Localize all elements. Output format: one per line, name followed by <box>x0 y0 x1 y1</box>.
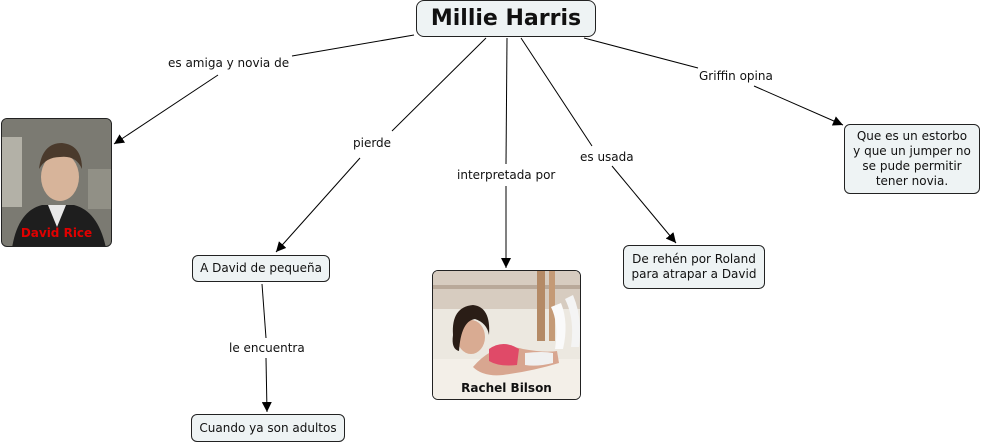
link-label-encuentra: le encuentra <box>227 341 307 355</box>
node-david-rice[interactable]: David Rice <box>1 118 112 247</box>
node-de-rehen[interactable]: De rehén por Roland para atrapar a David <box>623 245 765 289</box>
link-label-usada: es usada <box>578 150 636 164</box>
portrait-image <box>2 119 111 246</box>
node-millie-harris[interactable]: Millie Harris <box>416 0 596 37</box>
link-amiga-lower <box>113 74 219 145</box>
link-label-amiga: es amiga y novia de <box>166 56 292 70</box>
link-usada-lower <box>611 165 677 244</box>
link-griffin-lower <box>753 85 844 126</box>
link-amiga-upper <box>291 34 415 57</box>
node-rachel-bilson[interactable]: Rachel Bilson <box>432 270 581 400</box>
node-estorbo[interactable]: Que es un estorbo y que un jumper no se … <box>844 124 980 194</box>
link-usada-upper <box>520 37 593 147</box>
link-label-griffin: Griffin opina <box>697 69 775 83</box>
david-rice-caption: David Rice <box>20 226 93 240</box>
link-encuentra-lower <box>261 357 272 413</box>
link-label-interpretada: interpretada por <box>455 168 558 182</box>
portrait-image <box>433 271 580 399</box>
link-label-pierde: pierde <box>351 136 394 150</box>
rachel-bilson-caption: Rachel Bilson <box>461 381 552 395</box>
link-pierde-upper <box>391 37 487 132</box>
link-encuentra-upper <box>261 283 267 339</box>
node-cuando-ya-son-adultos[interactable]: Cuando ya son adultos <box>191 414 345 442</box>
link-interpretada-upper <box>505 37 508 165</box>
link-griffin-upper <box>583 37 699 69</box>
link-pierde-lower <box>275 157 361 253</box>
node-a-david-de-pequena[interactable]: A David de pequeña <box>192 255 330 282</box>
